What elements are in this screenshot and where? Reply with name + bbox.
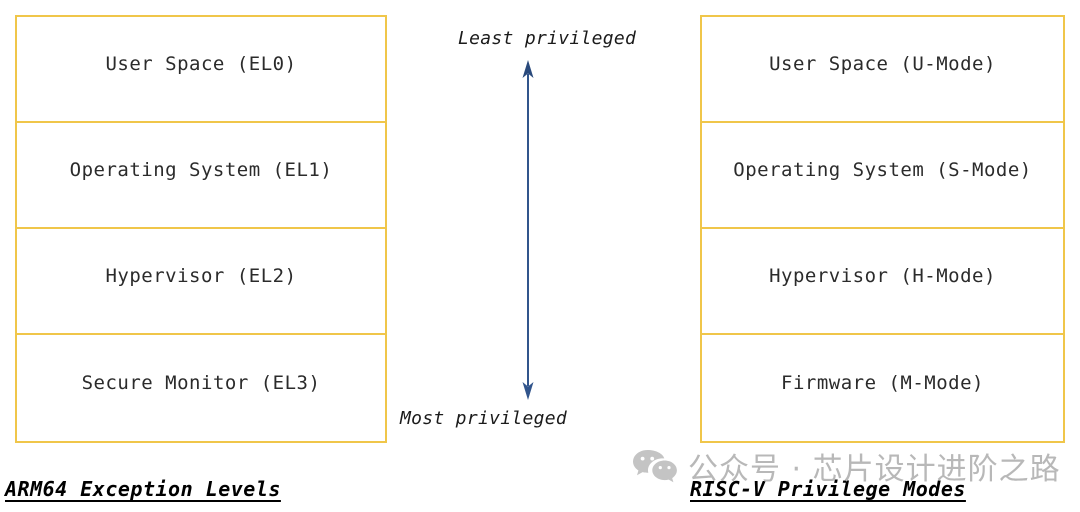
table-row: Operating System (S-Mode) <box>702 123 1063 229</box>
table-row: Hypervisor (EL2) <box>17 229 385 335</box>
level-label: User Space (EL0) <box>105 53 297 75</box>
riscv-privilege-modes-table: User Space (U-Mode) Operating System (S-… <box>700 15 1065 443</box>
arm64-exception-levels-table: User Space (EL0) Operating System (EL1) … <box>15 15 387 443</box>
table-row: Operating System (EL1) <box>17 123 385 229</box>
level-label: Firmware (M-Mode) <box>781 372 984 394</box>
riscv-caption: RISC-V Privilege Modes <box>690 477 966 501</box>
table-row: User Space (U-Mode) <box>702 17 1063 123</box>
wechat-icon <box>633 450 677 483</box>
level-label: Secure Monitor (EL3) <box>81 372 321 394</box>
least-privileged-label: Least privileged <box>458 28 637 49</box>
table-row: Secure Monitor (EL3) <box>17 335 385 441</box>
privilege-axis: Least privileged Most privileged <box>395 12 690 442</box>
double-headed-vertical-arrow-icon <box>522 60 534 400</box>
table-row: User Space (EL0) <box>17 17 385 123</box>
level-label: Hypervisor (EL2) <box>105 265 297 287</box>
arm64-caption: ARM64 Exception Levels <box>5 477 281 501</box>
level-label: Hypervisor (H-Mode) <box>769 265 996 287</box>
level-label: Operating System (S-Mode) <box>733 159 1032 181</box>
level-label: User Space (U-Mode) <box>769 53 996 75</box>
table-row: Hypervisor (H-Mode) <box>702 229 1063 335</box>
most-privileged-label: Most privileged <box>400 408 568 429</box>
table-row: Firmware (M-Mode) <box>702 335 1063 441</box>
level-label: Operating System (EL1) <box>69 159 333 181</box>
